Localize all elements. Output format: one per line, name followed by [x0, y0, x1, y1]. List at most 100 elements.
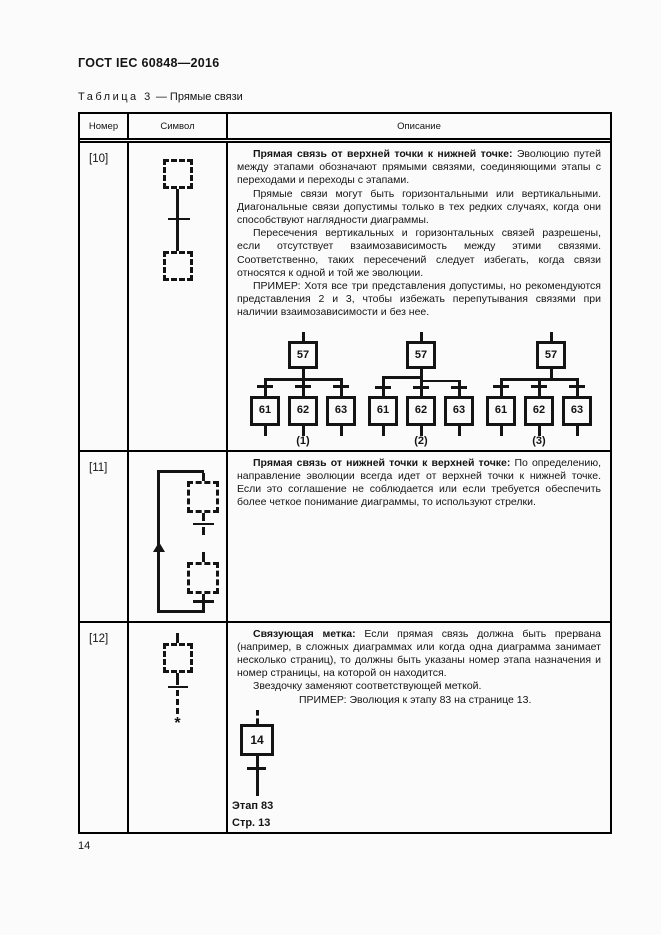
dashed-link: [263, 425, 267, 436]
transition-bar: [451, 385, 467, 389]
link-line: [157, 469, 204, 473]
transition-bar: [193, 522, 214, 525]
dashed-link: [575, 425, 579, 436]
variant-label: (1): [296, 434, 310, 447]
dashed-link: [176, 689, 179, 714]
table-row-12: [12] * Связующая метка: Если прямая связ…: [80, 622, 610, 832]
paragraph: Звездочку заменяют соответствующей метко…: [253, 680, 482, 693]
step-box: 61: [368, 395, 398, 426]
dashed-link: [201, 526, 205, 535]
step-box: 62: [524, 395, 554, 426]
link-line: [381, 375, 423, 379]
transition-bar: [493, 384, 509, 388]
link-line: [419, 381, 423, 396]
dashed-link: [176, 672, 179, 685]
dashed-link: [457, 425, 461, 436]
link-line: [157, 469, 160, 613]
paragraph: Прямые связи могут быть горизонтальными …: [237, 187, 601, 227]
row-number: [12]: [89, 632, 109, 645]
document-title: ГОСТ IEC 60848—2016: [78, 56, 220, 70]
link-line: [419, 368, 423, 382]
table-row-10: [10] Прямая связь от верхней точки к ниж…: [80, 143, 610, 452]
target-page-label: Стр. 13: [232, 816, 271, 829]
row-number: [10]: [89, 153, 109, 165]
dashed-link: [176, 632, 179, 643]
transition-bar: [167, 218, 190, 220]
paragraph-example: ПРИМЕР: Эволюция к этапу 83 на странице …: [299, 693, 532, 706]
transition-bar: [333, 384, 349, 388]
branch-diagram-1: 57 61 62 63: [244, 331, 362, 450]
transition-bar: [413, 385, 429, 389]
step-box: 63: [326, 395, 356, 426]
dashed-link: [301, 331, 305, 341]
step-box: 14: [240, 723, 274, 756]
paragraph: Прямая связь от верхней точки к нижней т…: [237, 148, 601, 187]
dashed-link: [301, 425, 305, 436]
target-step-label: Этап 83: [232, 799, 274, 812]
arrow-up-icon: [152, 541, 165, 552]
link-line: [421, 379, 461, 382]
dashed-link: [381, 425, 385, 436]
header-description: Описание: [397, 121, 441, 132]
transition-bar: [295, 384, 311, 388]
description-text: Прямая связь от верхней точки к нижней т…: [228, 143, 610, 320]
table-caption-label: Таблица 3: [78, 91, 153, 103]
step-box: 62: [406, 395, 436, 426]
transition-bar: [531, 384, 547, 388]
step-box: [187, 480, 219, 513]
dashed-link: [499, 425, 503, 436]
transition-bar: [193, 599, 214, 603]
step-box: [187, 561, 219, 594]
transition-bar: [375, 385, 391, 389]
branch-diagram-2: 57 61 62 63: [362, 331, 480, 450]
link-line: [157, 609, 205, 613]
paragraph: Пересечения вертикальных и горизонтальны…: [237, 227, 601, 279]
asterisk-label: *: [174, 714, 181, 732]
link-line: [201, 593, 205, 613]
link-line: [201, 472, 205, 481]
dashed-link: [255, 709, 259, 724]
paragraph: ПРИМЕР: Хотя все три представления допус…: [237, 280, 601, 319]
step-box: [162, 251, 193, 281]
dashed-link: [419, 425, 423, 436]
paragraph-lead: Связующая метка:: [253, 627, 356, 640]
paragraph-lead: Прямая связь от верхней точки к нижней т…: [253, 148, 513, 160]
step-box: 61: [250, 395, 280, 426]
table-row-11: [11]: [80, 451, 610, 623]
table-caption: Таблица 3 — Прямые связи: [78, 91, 243, 103]
row-number: [11]: [89, 461, 108, 474]
direct-link-symbol: [160, 159, 196, 283]
paragraph: Связующая метка: Если прямая связь должн…: [237, 627, 601, 680]
page-number: 14: [78, 840, 91, 852]
links-table: Номер Символ Описание [10] Прямая связь …: [78, 112, 612, 834]
dashed-link: [419, 331, 423, 341]
description-text: Связующая метка: Если прямая связь должн…: [228, 623, 610, 707]
link-line: [255, 755, 259, 796]
dashed-link: [549, 331, 553, 341]
description-text: Прямая связь от нижней точки к верхней т…: [228, 452, 610, 510]
step-box: [162, 642, 193, 673]
step-box: 63: [444, 395, 474, 426]
dashed-link: [537, 425, 541, 436]
upward-link-symbol: [152, 464, 227, 618]
transition-bar: [257, 384, 273, 388]
step-box: 62: [288, 395, 318, 426]
table-header-row: Номер Символ Описание: [80, 114, 610, 143]
dashed-link: [201, 551, 205, 562]
table-caption-text: — Прямые связи: [152, 91, 243, 103]
paragraph-lead: Прямая связь от нижней точки к верхней т…: [253, 456, 511, 469]
link-line: [549, 368, 553, 378]
step-box: 61: [486, 395, 516, 426]
link-line: [301, 368, 305, 378]
variant-label: (3): [532, 434, 546, 447]
link-line: [176, 189, 179, 251]
connector-example-diagram: 14 Этап 83 Стр. 13: [232, 709, 322, 832]
header-number: Номер: [80, 114, 129, 138]
branch-diagram-3: 57 61 62 63: [480, 331, 598, 450]
step-box: [162, 159, 193, 189]
variant-label: (2): [414, 434, 428, 447]
transition-bar: [167, 685, 188, 688]
step-box: 63: [562, 395, 592, 426]
step-box: 57: [288, 340, 318, 369]
